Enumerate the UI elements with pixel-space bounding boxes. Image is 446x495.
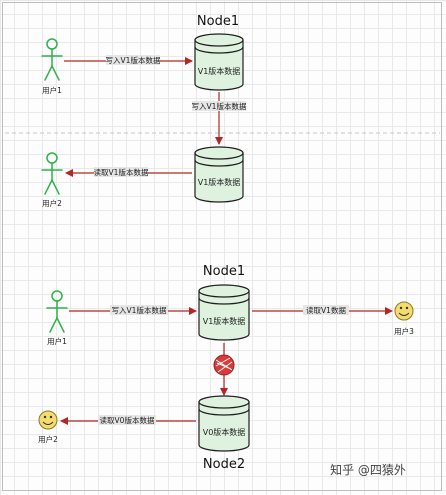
top-db-replica <box>194 146 244 203</box>
top-user2-label: 用户2 <box>42 198 62 208</box>
diagram-frame <box>2 2 442 491</box>
bottom-user1-label: 用户1 <box>47 336 67 346</box>
bottom-db-replica <box>198 395 250 452</box>
bottom-db-primary <box>198 284 250 341</box>
top-edge-replicate-label: 写入V1版本数据 <box>192 101 247 111</box>
bottom-db-replica-label: V0版本数据 <box>203 427 246 437</box>
bottom-edge-read-replica-label-bg <box>98 415 156 425</box>
bottom-edge-read-primary-label-bg <box>303 305 349 315</box>
bottom-edge-write-label: 写入V1版本数据 <box>112 305 167 315</box>
top-edge-write-label-bg <box>106 55 160 65</box>
top-edge-read-label: 读取V1版本数据 <box>94 167 149 177</box>
top-edge-write-label: 写入V1版本数据 <box>106 55 161 65</box>
bottom-node2-title: Node2 <box>203 457 245 472</box>
bottom-user1-icon <box>46 290 68 333</box>
bottom-user3-label: 用户3 <box>394 326 414 336</box>
top-user2-icon <box>41 152 63 195</box>
top-edge-replicate-label-bg <box>192 101 246 111</box>
top-user1-icon <box>41 38 63 81</box>
bottom-db-primary-label: V1版本数据 <box>203 316 246 326</box>
bottom-edge-write-label-bg <box>110 305 168 315</box>
bottom-node1-title: Node1 <box>203 264 245 279</box>
bottom-user2-label: 用户2 <box>38 434 58 444</box>
top-node1-title: Node1 <box>197 14 239 29</box>
top-db-primary-label: V1版本数据 <box>198 66 241 76</box>
top-edge-read-label-bg <box>94 167 148 177</box>
blocked-replication-icon <box>213 354 235 376</box>
top-db-replica-label: V1版本数据 <box>198 177 241 187</box>
bottom-user2-icon <box>38 410 58 430</box>
bottom-diagram: Node1 Node2 用户1 用户3 用户2 <box>38 264 414 472</box>
top-db-primary <box>194 33 244 91</box>
bottom-user3-icon <box>394 301 414 321</box>
bottom-edge-read-primary-label: 读取V1数据 <box>306 305 346 315</box>
bottom-edge-read-replica-label: 读取V0版本数据 <box>100 415 155 425</box>
watermark: 知乎 @四猿外 <box>330 462 406 477</box>
top-user1-label: 用户1 <box>42 85 62 95</box>
top-diagram: Node1 用户1 用户2 V1版本数据 <box>5 14 440 208</box>
